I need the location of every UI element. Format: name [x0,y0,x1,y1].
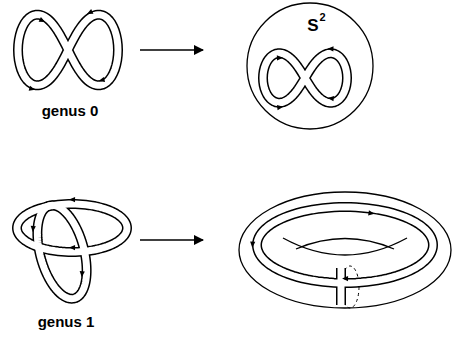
ribbon-body [18,15,118,86]
ribbon-edge [336,268,346,305]
torus-hole [296,239,394,250]
direction-head [368,210,375,216]
map-arrow [140,239,203,240]
direction-head [39,17,47,24]
sphere-outline [247,3,373,129]
direction-head [30,226,36,232]
torus-hole [283,238,407,255]
direction-head [69,245,75,250]
direction-head [342,276,348,281]
surface-symbol: S [307,17,318,34]
genus-label: genus 1 [38,314,95,329]
direction-head [277,104,284,110]
map-arrow [140,49,203,50]
direction-head [98,77,105,84]
ribbon-body [338,268,345,305]
ribbon-body [257,207,433,283]
direction-head [29,86,36,93]
sphere-region: S2 [247,3,373,129]
direction-head [86,9,94,16]
direction-head [327,95,334,101]
ribbon-body [263,53,347,102]
ribbon-edge [18,15,118,86]
torus-outline [239,192,451,308]
direction-head [79,271,85,277]
ribbon-body [37,205,86,298]
ribbon-body [17,204,127,252]
genus-label: genus 0 [42,103,99,118]
superscript: 2 [320,12,326,23]
direction-head [327,46,333,51]
ribbon-edge [263,53,347,102]
direction-head [69,197,75,202]
direction-head [250,241,256,247]
direction-head [277,55,283,60]
